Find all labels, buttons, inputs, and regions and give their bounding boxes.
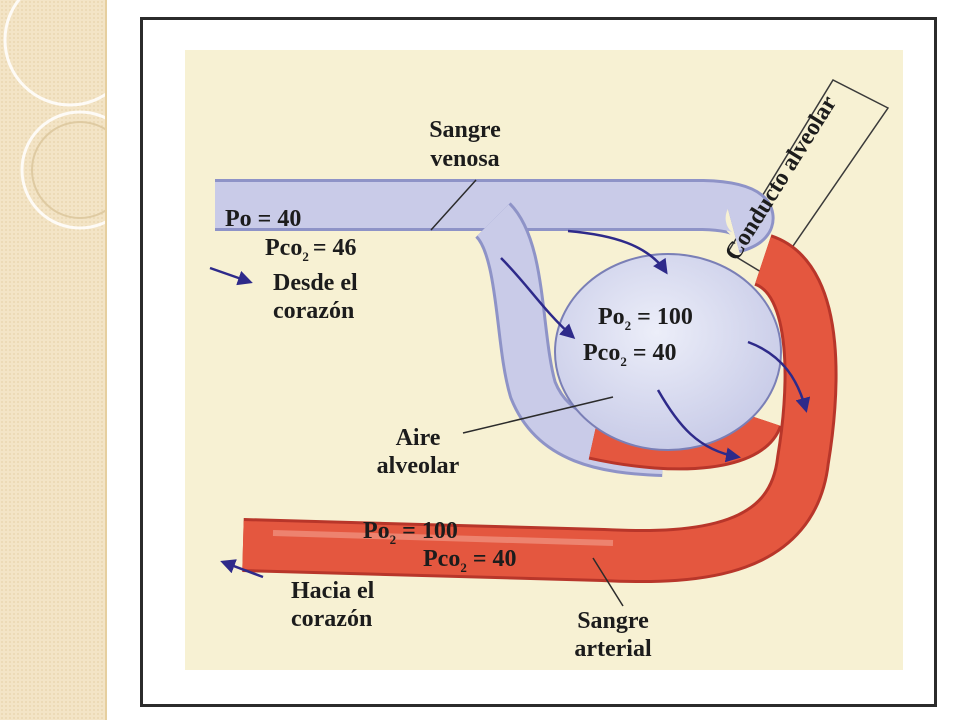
arrow-out-icon (220, 559, 264, 579)
label-hacia-el: Hacia el (291, 578, 375, 604)
arterial-pointer-line (592, 557, 624, 607)
arrow-in-icon (209, 266, 253, 286)
decorative-circles (3, 0, 105, 230)
diagram-frame: Sangre venosa Conducto alveolar Po= 40 P… (140, 17, 937, 707)
arrow-down-icon (656, 389, 741, 463)
alveolar-pco: Pco2= 40 (583, 340, 677, 369)
label-corazon-1: corazón (273, 298, 354, 324)
label-aire: Aire (396, 425, 441, 451)
arrow-to-arterial-icon (747, 340, 811, 413)
arterial-po: Po2= 100 (363, 518, 458, 547)
alveolar-po: Po2= 100 (598, 304, 693, 333)
slide-decoration-sidebar (0, 0, 107, 720)
label-sangre-venosa-2: venosa (430, 146, 499, 172)
gas-exchange-diagram: Sangre venosa Conducto alveolar Po= 40 P… (185, 50, 903, 670)
label-alveolar: alveolar (377, 453, 460, 479)
arterial-vessel (242, 234, 838, 584)
label-sangre-venosa-1: Sangre (429, 117, 501, 143)
arrow-o2-in-icon (567, 229, 668, 275)
label-desde-el: Desde el (273, 270, 358, 296)
venous-po: Po= 40 (225, 206, 301, 232)
label-sangre-arterial-2: arterial (574, 636, 652, 662)
venous-pco: Pco2= 46 (265, 235, 357, 264)
alveolar-pointer-line (462, 396, 614, 434)
venous-pointer-line (430, 179, 477, 231)
flow-arrows (209, 229, 811, 579)
arrow-venous-to-alveolus-icon (500, 257, 576, 340)
arterial-pco: Pco2= 40 (423, 546, 517, 575)
alveolus (554, 253, 782, 451)
label-corazon-2: corazón (291, 606, 372, 632)
label-sangre-arterial-1: Sangre (577, 608, 649, 634)
